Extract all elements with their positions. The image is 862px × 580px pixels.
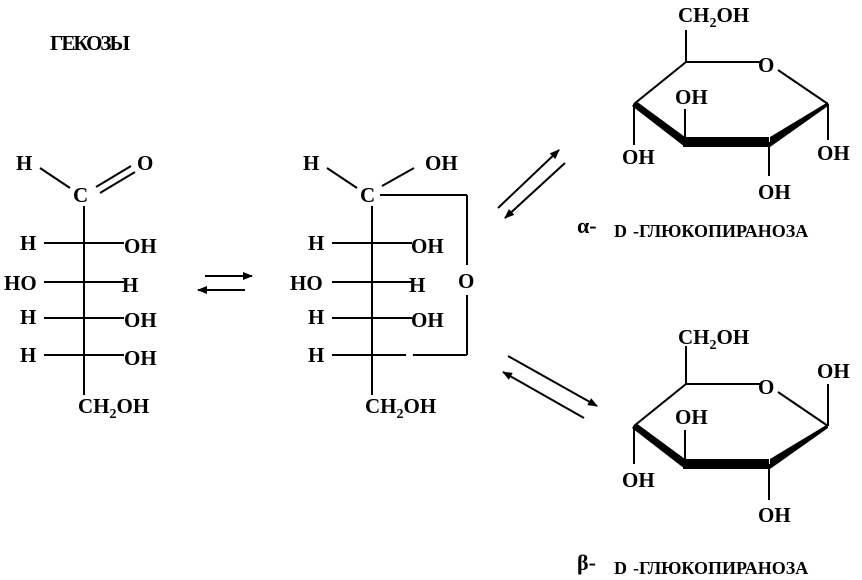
c2-left-label: H (20, 231, 36, 255)
c4-left-label: H (308, 305, 324, 329)
ring-bond-c5-c4 (633, 61, 687, 105)
page-title: ГЕКОЗЫ (50, 31, 130, 55)
ring-oxygen-label: O (458, 269, 474, 293)
ring-bond-o-c1 (777, 69, 829, 105)
c1-o-label: O (137, 151, 153, 175)
oh-right-label: OH (817, 141, 850, 165)
beta-prefix-label: β- (577, 550, 596, 575)
c1-oh-bond (381, 167, 415, 187)
c6-label: CH2OH (365, 394, 436, 422)
ring-bond-c2-c1-wedge (770, 424, 828, 469)
beta-glucopyranose: CH2OH O OH OH OH OH β- D -ГЛЮКОПИРАНОЗА (577, 325, 850, 578)
c1-h-label: H (16, 151, 32, 175)
alpha-name-label: -ГЛЮКОПИРАНОЗА (633, 221, 808, 241)
c6-label: CH2OH (78, 394, 149, 422)
c4-right-label: OH (124, 308, 157, 332)
c1-h-bond (326, 167, 358, 189)
c1-c-label: C (360, 183, 375, 207)
c3-right-label: H (409, 273, 425, 297)
c2-right-label: OH (411, 234, 444, 258)
c2-left-label: H (308, 231, 324, 255)
c1-h-bond (39, 167, 71, 189)
ring-oxygen-label: O (758, 375, 774, 399)
d-label: D (614, 221, 627, 241)
c5-left-label: H (308, 343, 324, 367)
c3-left-label: HO (290, 271, 323, 295)
oh-bottom-label: OH (758, 503, 791, 527)
c2-right-label: OH (124, 234, 157, 258)
oh-left-label: OH (622, 145, 655, 169)
c1-o-double-bond-a (95, 165, 132, 188)
c1-c-label: C (73, 183, 88, 207)
ring-bond-c4-c3-wedge (632, 101, 685, 147)
oh-top-label: OH (675, 405, 708, 429)
alpha-glucopyranose: CH2OH O OH OH OH OH α- D -ГЛЮКОПИРАНОЗА (577, 3, 850, 241)
open-chain-structure: H O C H OH HO H H OH H OH CH2OH (4, 151, 157, 422)
c5-right-label: OH (124, 346, 157, 370)
forward-arrow (507, 355, 598, 407)
c5-left-label: H (20, 343, 36, 367)
ring-bond-c2-c1-wedge (770, 102, 828, 147)
c4-left-label: H (20, 305, 36, 329)
c3-right-label: H (122, 273, 138, 297)
equilibrium-arrows-alpha (497, 149, 566, 219)
beta-name-label: -ГЛЮКОПИРАНОЗА (633, 558, 808, 578)
reverse-arrow (502, 371, 585, 419)
reverse-arrow (504, 162, 566, 219)
c1-h-label: H (303, 151, 319, 175)
c4-right-label: OH (411, 308, 444, 332)
ring-bond-c5-c4 (633, 383, 687, 427)
ring-bond-c3-c2-bold (683, 137, 769, 147)
c3-left-label: HO (4, 271, 37, 295)
oh-left-label: OH (622, 468, 655, 492)
equilibrium-arrows-beta (502, 355, 598, 419)
oh-bottom-label: OH (758, 180, 791, 204)
d-label: D (614, 558, 627, 578)
ring-bond-c3-c2-bold (683, 459, 769, 469)
oh-top-label: OH (675, 85, 708, 109)
ring-bond-c4-c3-wedge (632, 423, 685, 469)
forward-arrow (497, 149, 560, 209)
alpha-prefix-label: α- (577, 213, 597, 238)
c1-oh-label: OH (425, 151, 458, 175)
ring-oxygen-label: O (758, 53, 774, 77)
equilibrium-arrows-1 (197, 272, 253, 294)
cyclic-chain-structure: H OH C H OH HO H O H OH H CH2OH (290, 151, 474, 422)
ring-bond-o-c1 (777, 391, 829, 427)
c1-o-double-bond-b (99, 171, 136, 194)
oh-anomeric-label: OH (817, 359, 850, 383)
ch2oh-label: CH2OH (678, 3, 749, 31)
ch2oh-label: CH2OH (678, 325, 749, 353)
